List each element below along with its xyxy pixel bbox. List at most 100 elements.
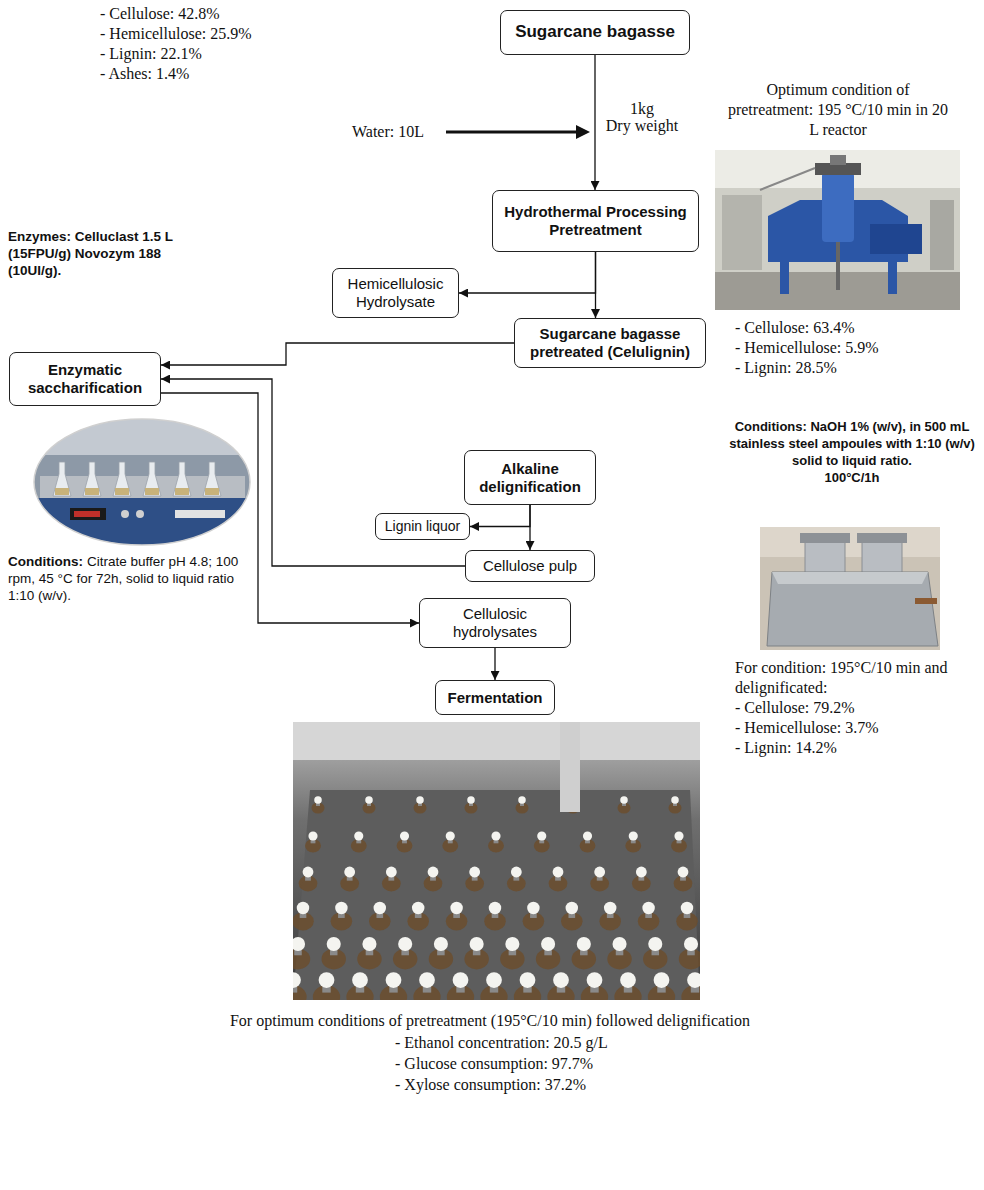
reactor-photo	[870, 224, 922, 254]
annotation-block: - Cellulose: 63.4%- Hemicellulose: 5.9%-…	[735, 318, 935, 378]
annotation-text: Enzymes: Celluclast 1.5 L (15FPU/g) Novo…	[8, 228, 193, 279]
fermentation-incubator-photo	[671, 796, 679, 804]
annotation-block: Conditions: NaOH 1% (w/v), in 500 mL sta…	[726, 418, 978, 486]
box-text: Alkaline delignification	[473, 460, 587, 496]
ampoule-bath-photo	[767, 572, 938, 646]
reactor-photo	[715, 150, 960, 310]
fermentation-incubator-photo	[293, 937, 305, 951]
process-box: Cellulose pulp	[465, 550, 595, 582]
annotation-text: For optimum conditions of pretreatment (…	[120, 1010, 860, 1031]
fermentation-incubator-photo	[344, 867, 355, 878]
process-box: Hydrothermal Processing Pretreatment	[492, 190, 699, 252]
box-text: Sugarcane bagasse	[515, 22, 675, 42]
shaker-photo	[175, 510, 225, 518]
flow-arrow	[470, 505, 530, 527]
fermentation-incubator-photo	[491, 831, 500, 840]
box-text: Cellulosic hydrolysates	[428, 605, 562, 641]
annotation-text: - Ashes: 1.4%	[100, 64, 330, 84]
fermentation-incubator-photo	[553, 972, 569, 988]
ampoule-bath-photo	[800, 533, 850, 543]
shaker-photo	[115, 488, 129, 495]
shaker-photo	[173, 462, 191, 496]
flow-arrow	[459, 252, 596, 293]
fermentation-incubator-photo	[511, 867, 522, 878]
fermentation-incubator-photo	[654, 972, 670, 988]
flow-arrow	[594, 55, 595, 190]
ampoule-bath-photo	[772, 572, 928, 584]
annotation-text: For condition: 195°C/10 min and delignif…	[735, 658, 950, 698]
flow-arrow	[161, 393, 419, 623]
fermentation-incubator-photo	[352, 972, 368, 988]
annotation-block: For optimum conditions of pretreatment (…	[120, 1010, 860, 1031]
fermentation-incubator-photo	[470, 937, 484, 951]
reactor-photo	[830, 155, 846, 165]
fermentation-incubator-photo	[314, 796, 322, 804]
fermentation-incubator-photo	[398, 937, 412, 951]
fermentation-incubator-photo	[469, 867, 480, 878]
annotation-text: - Hemicellulose: 5.9%	[735, 338, 935, 358]
fermentation-incubator-photo	[636, 867, 647, 878]
fermentation-incubator-photo	[453, 972, 469, 988]
flow-arrow	[494, 648, 495, 680]
fermentation-incubator-photo	[354, 831, 363, 840]
fermentation-incubator-photo	[687, 972, 700, 988]
annotation-block: Enzymes: Celluclast 1.5 L (15FPU/g) Novo…	[8, 228, 193, 279]
process-box: Enzymatic saccharification	[9, 352, 161, 406]
fermentation-incubator-photo	[587, 972, 603, 988]
fermentation-incubator-photo	[594, 867, 605, 878]
fermentation-incubator-photo	[553, 867, 564, 878]
annotation-text: 100°C/1h	[726, 469, 978, 486]
annotation-text: - Lignin: 14.2%	[735, 738, 950, 758]
shaker-photo	[30, 415, 255, 553]
fermentation-incubator-photo	[518, 796, 526, 804]
annotation-text: - Xylose consumption: 37.2%	[395, 1074, 815, 1095]
fermentation-incubator-photo	[279, 722, 708, 1008]
fermentation-incubator-photo	[308, 831, 317, 840]
fermentation-incubator-photo	[537, 831, 546, 840]
process-box: Hemicellulosic Hydrolysate	[332, 268, 459, 318]
flow-arrow	[161, 343, 514, 365]
box-text: Enzymatic saccharification	[18, 361, 152, 397]
shaker-photo	[85, 488, 99, 495]
process-box: Cellulosic hydrolysates	[419, 598, 571, 648]
shaker-photo	[175, 488, 189, 495]
annotation-text: - Cellulose: 79.2%	[735, 698, 950, 718]
annotation-block: Optimum condition of pretreatment: 195 °…	[722, 80, 954, 140]
fermentation-incubator-photo	[293, 722, 700, 1000]
fermentation-incubator-photo	[541, 937, 555, 951]
fermentation-incubator-photo	[612, 937, 626, 951]
fermentation-incubator-photo	[386, 972, 402, 988]
annotation-text: Optimum condition of pretreatment: 195 °…	[722, 80, 954, 140]
shaker-photo	[30, 415, 255, 553]
fermentation-incubator-photo	[527, 902, 539, 914]
annotation-block: 1kgDry weight	[592, 100, 692, 134]
reactor-photo	[930, 200, 954, 270]
fermentation-incubator-photo	[566, 902, 578, 914]
box-text: Hydrothermal Processing Pretreatment	[501, 203, 690, 239]
fermentation-incubator-photo	[400, 831, 409, 840]
reactor-photo	[715, 150, 960, 310]
annotation-text: Conditions:	[8, 554, 83, 569]
annotation-text: - Hemicellulose: 3.7%	[735, 718, 950, 738]
annotation-text: Conditions: NaOH 1% (w/v), in 500 mL sta…	[726, 418, 978, 469]
fermentation-incubator-photo	[293, 972, 301, 988]
reactor-photo	[836, 242, 840, 290]
fermentation-incubator-photo	[467, 796, 475, 804]
fermentation-incubator-photo	[374, 902, 386, 914]
annotation-block: Conditions:Citrate buffer pH 4.8; 100 rp…	[8, 553, 243, 604]
fermentation-incubator-photo	[419, 972, 435, 988]
ampoule-bath-photo	[760, 527, 940, 650]
annotation-text: - Lignin: 22.1%	[100, 44, 330, 64]
fermentation-incubator-photo	[674, 831, 683, 840]
box-text: Sugarcane bagasse pretreated (Celulignin…	[523, 325, 697, 361]
shaker-photo	[53, 462, 71, 496]
shaker-photo	[143, 462, 161, 496]
process-box: Sugarcane bagasse	[500, 10, 690, 55]
annotation-text: Water: 10L	[352, 122, 442, 142]
fermentation-incubator-photo	[577, 937, 591, 951]
water-inlet-arrow	[446, 125, 590, 139]
fermentation-incubator-photo	[629, 831, 638, 840]
fermentation-incubator-photo	[684, 937, 698, 951]
shaker-photo	[113, 462, 131, 496]
